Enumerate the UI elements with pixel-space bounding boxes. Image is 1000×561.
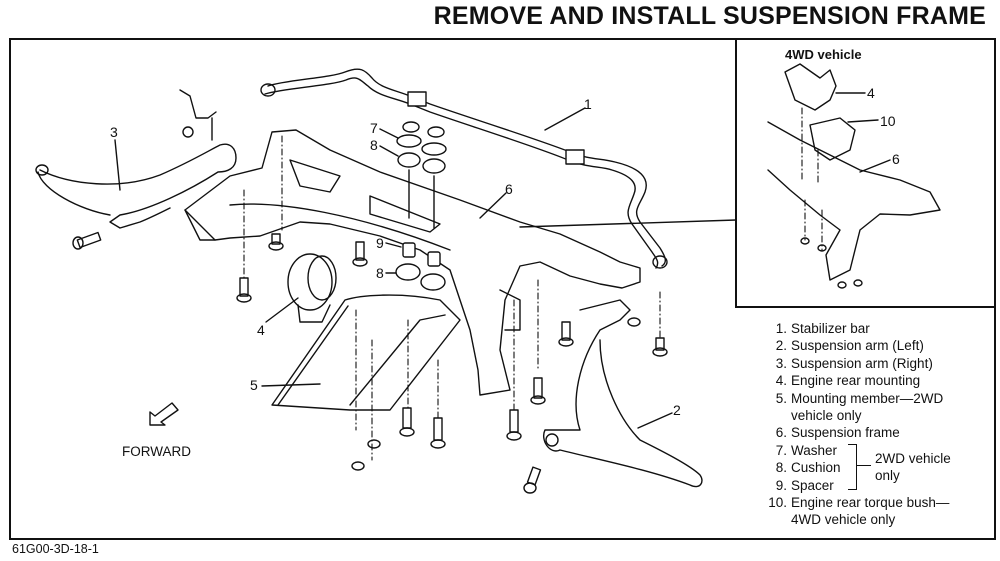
inset-title: 4WD vehicle [785,47,862,62]
legend-item: 8.Cushion [775,460,841,476]
callout-2: 2 [673,402,681,418]
legend-item: 2.Suspension arm (Left) [775,338,924,354]
legend-group-bracket [848,444,857,490]
parts-legend: 1.Stabilizer bar 2.Suspension arm (Left)… [765,320,949,529]
callout-1: 1 [584,96,592,112]
bolt-guide-lines [243,135,661,461]
callout-7: 7 [370,120,378,136]
callout-3: 3 [110,124,118,140]
legend-item-continuation: vehicle only [791,408,862,424]
suspension-arm-left [543,299,703,488]
inset-4wd-drawing [767,63,941,289]
legend-item: 9.Spacer [775,477,834,493]
suspension-arm-right [35,89,237,229]
inset-4wd-panel [735,38,996,308]
callout-8-upper: 8 [370,137,378,153]
legend-item: 4.Engine rear mounting [775,373,921,389]
legend-item-continuation: 4WD vehicle only [791,512,896,528]
inset-callout-10: 10 [880,113,896,129]
legend-group-note: 2WD vehicle only [875,451,951,483]
leader-lines [114,107,737,429]
callout-8-lower: 8 [376,265,384,281]
stabilizer-bar [260,68,668,269]
inset-callout-4: 4 [867,85,875,101]
figure-code: 61G00-3D-18-1 [12,542,99,556]
legend-item: 3.Suspension arm (Right) [775,355,933,371]
legend-group-bracket-tick [857,465,871,466]
page-title: REMOVE AND INSTALL SUSPENSION FRAME [433,2,986,30]
legend-item: 10.Engine rear torque bush— [768,495,950,511]
callout-4: 4 [257,322,265,338]
callout-5: 5 [250,377,258,393]
legend-item: 7.Washer [775,442,838,458]
forward-arrow-icon [149,402,179,426]
bolts [72,231,668,494]
inset-callout-6: 6 [892,151,900,167]
legend-item: 5.Mounting member—2WD [775,390,944,406]
legend-item: 6.Suspension frame [775,425,900,441]
forward-label: FORWARD [122,444,191,459]
callout-6: 6 [505,181,513,197]
legend-item: 1.Stabilizer bar [775,321,870,336]
bushings [395,121,447,291]
diagram-frame [9,38,996,540]
mounting-member [271,294,461,411]
engine-rear-mounting [287,253,337,323]
suspension-frame [184,129,641,396]
callout-9: 9 [376,235,384,251]
